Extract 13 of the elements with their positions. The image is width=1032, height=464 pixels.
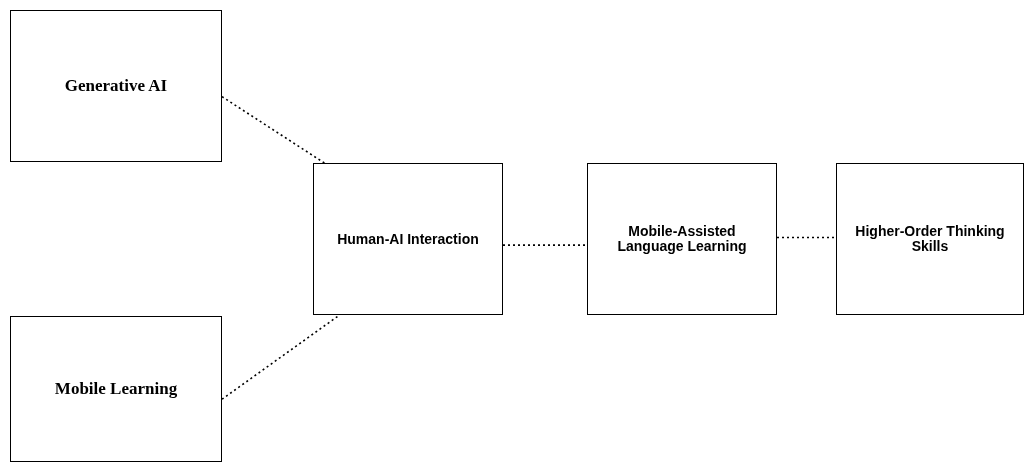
concept-box bbox=[587, 163, 777, 315]
dotted-connector bbox=[221, 95, 326, 164]
concept-label: Mobile Learning bbox=[54, 379, 178, 399]
dotted-connector bbox=[502, 244, 588, 246]
concept-label: Higher-Order Thinking Skills bbox=[854, 224, 1006, 254]
concept-box bbox=[836, 163, 1024, 315]
dotted-connector bbox=[776, 236, 837, 239]
concept-box bbox=[313, 163, 503, 315]
concept-label: Human-AI Interaction bbox=[337, 231, 479, 247]
concept-label: Generative AI bbox=[64, 76, 168, 96]
concept-label: Mobile-Assisted Language Learning bbox=[616, 224, 748, 254]
concept-box bbox=[10, 316, 222, 462]
concept-box bbox=[10, 10, 222, 162]
